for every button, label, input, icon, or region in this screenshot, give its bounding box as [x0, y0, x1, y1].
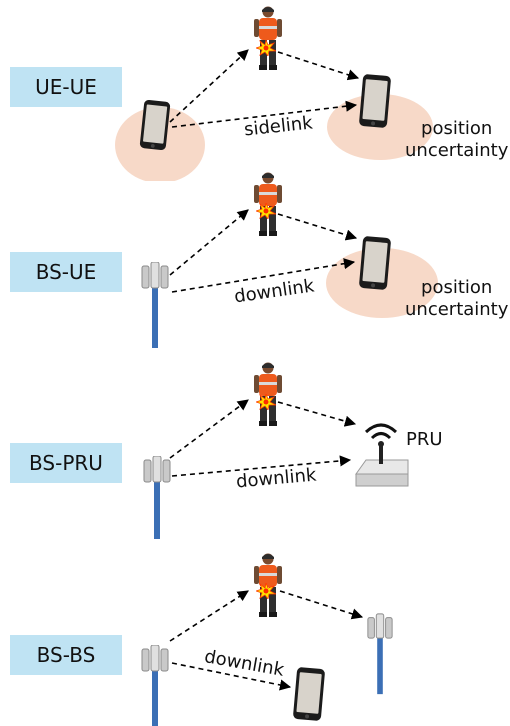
downlink-arrow: [171, 258, 356, 293]
path-worker-to-ue: [277, 213, 358, 241]
uncertainty-line2: uncertainty: [405, 140, 509, 161]
worker-icon: [254, 6, 282, 70]
scenario-label: BS-UE: [10, 252, 122, 292]
phone-icon: [358, 235, 392, 291]
path-worker-to-ue: [277, 51, 360, 81]
base-station-icon: [141, 262, 169, 348]
uncertainty-line2: uncertainty: [405, 299, 509, 320]
base-station-icon: [143, 456, 171, 539]
phone-icon: [358, 73, 392, 129]
scenario-bs-pru-scene: [143, 362, 409, 539]
worker-icon: [254, 172, 282, 236]
path-bs-to-worker: [169, 590, 249, 642]
scenario-bs-ue-scene: [141, 172, 438, 348]
phone-icon: [292, 666, 326, 722]
sidelink-arrow: [171, 100, 358, 128]
worker-icon: [254, 362, 282, 426]
path-ue-to-worker: [169, 49, 249, 123]
scenario-bs-bs: BS-BS downlink: [0, 545, 510, 726]
scenario-ue-ue-scene: [115, 6, 433, 181]
base-station-icon: [141, 645, 169, 726]
scenario-label: BS-BS: [10, 635, 122, 675]
uncertainty-caption: position uncertainty: [405, 277, 508, 321]
scenario-bs-pru: BS-PRU downlink PRU: [0, 358, 510, 539]
phone-icon: [139, 99, 171, 151]
path-worker-to-pru: [277, 401, 357, 427]
base-station-icon: [367, 613, 393, 695]
scenario-bs-ue: BS-UE downlink position uncertainty: [0, 172, 510, 353]
downlink-arrow: [171, 455, 352, 477]
scenario-label: BS-PRU: [10, 443, 122, 483]
uncertainty-caption: position uncertainty: [405, 118, 508, 162]
scenario-label: UE-UE: [10, 67, 122, 107]
scenario-bs-bs-scene: [141, 553, 393, 726]
downlink-arrow: [171, 662, 292, 691]
pru-router-icon: [355, 423, 409, 487]
uncertainty-line1: position: [421, 277, 493, 298]
path-bs-to-worker: [169, 209, 249, 276]
pru-label: PRU: [406, 429, 443, 450]
scenario-ue-ue: UE-UE sidelink position uncertainty: [0, 0, 510, 181]
uncertainty-line1: position: [421, 118, 493, 139]
path-worker-to-bs: [279, 590, 364, 620]
worker-icon: [254, 553, 282, 617]
path-bs-to-worker: [169, 399, 249, 459]
